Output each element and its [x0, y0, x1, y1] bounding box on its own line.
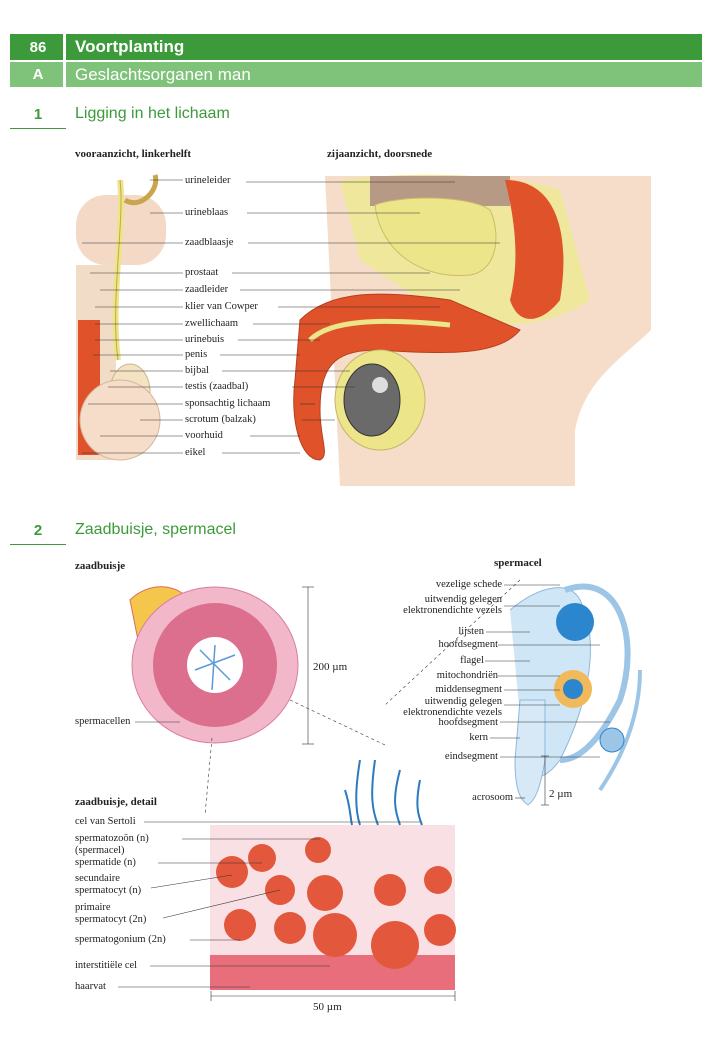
tubule-cross-section	[129, 586, 299, 744]
label-elektronendichte-vezels-2: elektronendichte vezels	[403, 707, 502, 718]
label-spermacel: (spermacel)	[75, 845, 125, 856]
label-voorhuid: voorhuid	[185, 430, 223, 441]
caption-front-view: vooraanzicht, linkerhelft	[75, 148, 192, 160]
section-header: A Geslachtsorganen man	[10, 62, 702, 87]
label-kern: kern	[469, 732, 488, 743]
label-urinebuis: urinebuis	[185, 334, 225, 345]
label-hoofdsegment-1: hoofdsegment	[438, 639, 499, 650]
label-secundaire: secundaire	[75, 873, 120, 884]
front-view-figure	[76, 174, 166, 461]
label-penis: penis	[185, 349, 208, 360]
label-urineblaas: urineblaas	[185, 207, 229, 218]
label-zaadblaasje: zaadblaasje	[185, 237, 234, 248]
scale-detail: 50 µm	[313, 1001, 342, 1013]
label-bijbal: bijbal	[185, 365, 209, 376]
subsection-2-title: Zaadbuisje, spermacel	[75, 521, 236, 538]
label-uitwendig-gelegen-2: uitwendig gelegen	[424, 696, 502, 707]
page-number: 86	[29, 38, 47, 56]
label-prostaat: prostaat	[185, 267, 219, 278]
label-spermacellen: spermacellen	[75, 716, 131, 727]
caption-sperm-cell: spermacel	[494, 557, 542, 569]
label-spermatogonium: spermatogonium (2n)	[75, 934, 166, 945]
label-spermatocyt-2n: spermatocyt (2n)	[75, 914, 147, 925]
label-klier-van-cowper: klier van Cowper	[185, 301, 258, 312]
label-eikel: eikel	[185, 447, 206, 458]
label-spermatocyt-n: spermatocyt (n)	[75, 885, 142, 896]
side-view-figure	[293, 174, 651, 486]
tubule-scale-lines	[135, 586, 386, 816]
label-acrosoom: acrosoom	[472, 792, 513, 803]
subsection-2-heading: 2 Zaadbuisje, spermacel	[10, 516, 236, 545]
scale-tubule: 200 µm	[313, 661, 348, 673]
label-primaire: primaire	[75, 902, 111, 913]
caption-side-view: zijaanzicht, doorsnede	[327, 148, 433, 160]
sperm-leader-lines	[384, 579, 610, 806]
label-hoofdsegment-2: hoofdsegment	[438, 717, 499, 728]
label-spermatozoon: spermatozoön (n)	[75, 833, 149, 844]
subsection-1-number: 1	[10, 100, 66, 129]
scale-sperm: 2 µm	[549, 788, 573, 800]
label-vezelige-schede: vezelige schede	[435, 579, 502, 590]
label-elektronendichte-vezels-1: elektronendichte vezels	[403, 605, 502, 616]
label-urineleider: urineleider	[185, 175, 231, 186]
caption-tubule: zaadbuisje	[75, 560, 126, 572]
header-divider	[63, 8, 66, 136]
section-title: Geslachtsorganen man	[75, 64, 251, 84]
label-zwellichaam: zwellichaam	[185, 318, 239, 329]
sperm-cell-figure	[509, 583, 642, 806]
label-middensegment: middensegment	[435, 684, 503, 695]
subsection-2-number: 2	[10, 516, 66, 545]
caption-tubule-detail: zaadbuisje, detail	[75, 796, 157, 808]
label-haarvat: haarvat	[75, 981, 106, 992]
tubule-detail-figure	[210, 759, 456, 990]
subsection-1-title: Ligging in het lichaam	[75, 105, 230, 122]
label-mitochondrien: mitochondriën	[436, 670, 498, 681]
label-scrotum: scrotum (balzak)	[185, 414, 256, 425]
label-cel-van-sertoli: cel van Sertoli	[75, 816, 136, 827]
chapter-header: 86 Voortplanting	[10, 34, 702, 60]
label-eindsegment: eindsegment	[444, 751, 498, 762]
section1-leader-lines	[82, 179, 500, 454]
section-letter: A	[32, 66, 44, 83]
label-interstitiele-cel: interstitiële cel	[75, 960, 138, 971]
chapter-title: Voortplanting	[75, 37, 185, 56]
label-zaadleider: zaadleider	[185, 284, 229, 295]
label-testis: testis (zaadbal)	[185, 381, 249, 392]
detail-leader-lines	[118, 821, 456, 1001]
label-sponsachtig-lichaam: sponsachtig lichaam	[185, 398, 271, 409]
label-uitwendig-gelegen-1: uitwendig gelegen	[424, 594, 502, 605]
label-lijsten: lijsten	[458, 626, 484, 637]
subsection-1-heading: 1 Ligging in het lichaam	[10, 100, 230, 129]
label-flagel: flagel	[460, 655, 484, 666]
label-spermatide: spermatide (n)	[75, 857, 136, 868]
